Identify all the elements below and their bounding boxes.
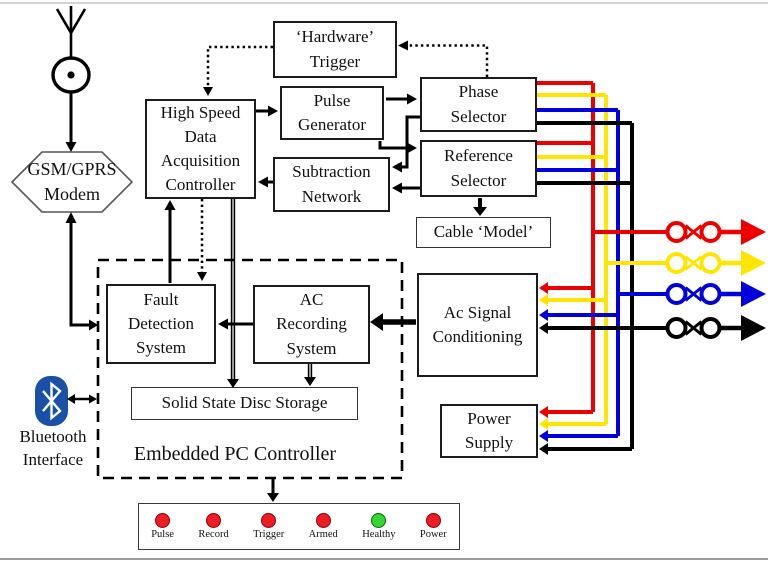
box-text: Fault bbox=[143, 289, 179, 309]
led-label: Trigger bbox=[253, 528, 285, 540]
arrowhead bbox=[398, 40, 408, 51]
bluetooth-pc-link bbox=[67, 394, 97, 404]
antenna-icon bbox=[51, 6, 91, 152]
sensor-channel-black bbox=[548, 315, 766, 341]
box-text: Ac Signal bbox=[443, 302, 512, 322]
box-text: High Speed bbox=[160, 102, 241, 122]
arrowhead bbox=[203, 87, 213, 96]
box-text: Bluetooth bbox=[19, 427, 87, 446]
box-text: Data bbox=[184, 126, 217, 146]
box-text: Cable ‘Model’ bbox=[433, 222, 534, 242]
box-subtraction-network: Subtraction Network bbox=[273, 157, 390, 212]
box-reference-selector: Reference Selector bbox=[420, 140, 537, 197]
led-armed: Armed bbox=[308, 512, 338, 541]
box-text: Power bbox=[467, 408, 511, 428]
box-solid-state-disc-storage: Solid State Disc Storage bbox=[131, 387, 358, 420]
box-hardware-trigger: ‘Hardware’ Trigger bbox=[273, 21, 397, 78]
phase-selector-taps bbox=[537, 81, 632, 125]
modem-pc-link bbox=[65, 212, 98, 331]
box-text: Modem bbox=[44, 184, 100, 204]
led-healthy: Healthy bbox=[362, 512, 396, 541]
phase-vertical-buses bbox=[591, 83, 634, 449]
sensor-channel-yellow bbox=[606, 250, 766, 276]
led-pulse: Pulse bbox=[151, 512, 174, 541]
box-high-speed-data-acquisition-controller: High Speed Data Acquisition Controller bbox=[145, 99, 256, 199]
sensor-channel-red bbox=[593, 219, 766, 245]
led-label: Armed bbox=[308, 528, 338, 540]
box-cable-model: Cable ‘Model’ bbox=[416, 217, 551, 248]
led-status-panel: Pulse Record Trigger Armed Healthy Power bbox=[138, 503, 460, 550]
led-label: Record bbox=[198, 528, 229, 540]
box-text: Conditioning bbox=[432, 327, 523, 346]
signal-conditioning-arrowheads bbox=[539, 282, 548, 334]
box-pulse-generator: Pulse Generator bbox=[280, 86, 384, 140]
box-text: Phase bbox=[458, 82, 499, 102]
power-supply-arrowheads bbox=[539, 406, 548, 455]
box-text: Acquisition bbox=[160, 151, 241, 170]
box-text: System bbox=[286, 338, 337, 358]
led-indicator-icon bbox=[206, 512, 222, 528]
led-indicator-icon bbox=[155, 512, 171, 528]
box-text: GSM/GPRS bbox=[27, 158, 117, 179]
box-text: Network bbox=[301, 186, 362, 206]
box-text: Recording bbox=[276, 314, 347, 334]
box-text: Selector bbox=[450, 170, 507, 190]
power-supply-inputs bbox=[548, 410, 632, 451]
box-text: Trigger bbox=[309, 51, 361, 71]
led-indicator-icon bbox=[425, 512, 441, 528]
box-ac-recording-system: AC Recording System bbox=[253, 285, 370, 364]
gsm-gprs-modem-label: GSM/GPRS Modem bbox=[12, 152, 132, 212]
led-indicator-icon bbox=[371, 512, 387, 528]
box-fault-detection-system: Fault Detection System bbox=[106, 284, 216, 364]
led-label: Power bbox=[419, 528, 447, 540]
led-trigger: Trigger bbox=[253, 512, 285, 541]
box-text: ‘Hardware’ bbox=[295, 27, 375, 47]
embedded-pc-controller-label: Embedded PC Controller bbox=[133, 443, 337, 465]
box-phase-selector: Phase Selector bbox=[420, 77, 537, 132]
sensor-channel-blue bbox=[618, 281, 766, 307]
box-text: Detection bbox=[127, 313, 195, 333]
reference-selector-taps bbox=[537, 141, 632, 185]
box-text: AC bbox=[299, 290, 324, 310]
box-text: Selector bbox=[450, 106, 507, 126]
arrowhead bbox=[197, 272, 207, 281]
box-text: Interface bbox=[22, 449, 84, 469]
box-text: Generator bbox=[298, 115, 366, 134]
led-indicator-icon bbox=[315, 512, 331, 528]
box-text: Controller bbox=[165, 175, 236, 195]
led-indicator-icon bbox=[261, 512, 277, 528]
box-text: Reference bbox=[444, 146, 513, 166]
led-record: Record bbox=[198, 512, 229, 541]
led-label: Healthy bbox=[362, 528, 396, 540]
led-label: Pulse bbox=[151, 528, 174, 540]
box-text: System bbox=[135, 338, 187, 358]
box-text: Subtraction bbox=[292, 162, 371, 182]
box-power-supply: Power Supply bbox=[440, 404, 538, 458]
box-text: Supply bbox=[464, 433, 514, 452]
box-text: Solid State Disc Storage bbox=[161, 393, 328, 413]
bluetooth-icon bbox=[35, 376, 68, 426]
box-ac-signal-conditioning: Ac Signal Conditioning bbox=[417, 273, 538, 377]
bluetooth-interface-label: Bluetooth Interface bbox=[5, 426, 101, 471]
box-text: Pulse bbox=[313, 90, 351, 110]
led-power: Power bbox=[419, 512, 447, 541]
signal-conditioning-inputs bbox=[548, 286, 618, 317]
